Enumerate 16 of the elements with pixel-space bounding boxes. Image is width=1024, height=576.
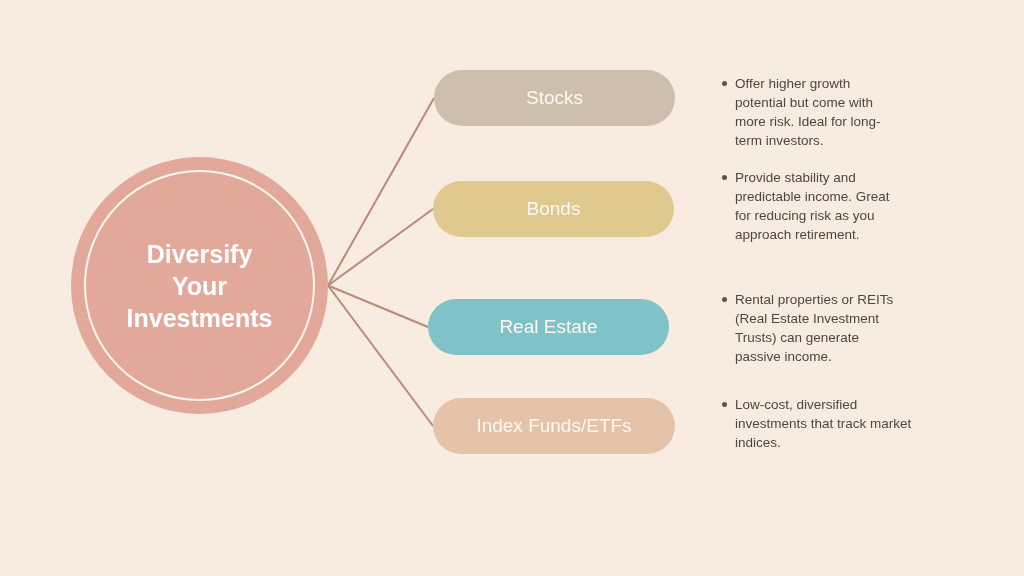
category-label: Stocks [526,86,583,110]
category-label: Bonds [526,197,581,221]
category-pill [433,398,675,454]
category-label: Real Estate [499,315,598,339]
description-text: Provide stability and predictable income. Great for reducing risk as you approach retirement. [735,169,891,244]
description-text: Low-cost, diversified investments that track market indices. [735,396,913,452]
category-pill [433,181,674,237]
category-label: Index Funds/ETFs [476,414,632,438]
connector-line [327,284,429,328]
description-text: Offer higher growth potential but come with more risk. Ideal for long-term investors. [735,75,882,150]
topic-title: Diversify Your Investments [125,238,274,334]
connector-line [327,208,434,287]
category-pill [428,299,669,355]
category-pill [434,70,675,126]
description-text: Rental properties or REITs (Real Estate Investment Trusts) can generate passive income. [735,291,895,366]
connector-line [327,284,434,427]
